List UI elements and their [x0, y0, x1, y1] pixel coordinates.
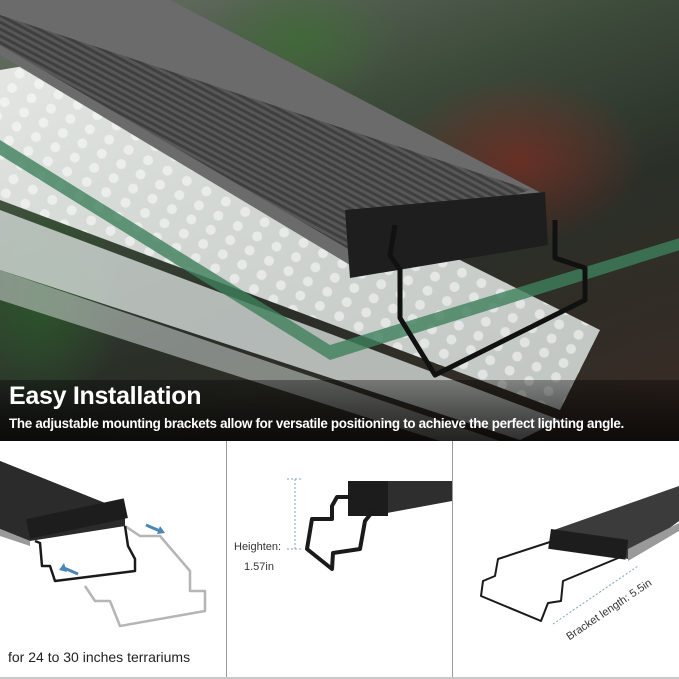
terrarium-size-caption: for 24 to 30 inches terrariums	[8, 649, 191, 665]
height-value: 1.57in	[244, 561, 274, 573]
panel-divider	[226, 441, 227, 679]
arrow-left-icon	[59, 563, 79, 576]
hero-photo: Easy Installation The adjustable mountin…	[0, 0, 679, 441]
retractable-bracket-illustration	[0, 456, 207, 628]
height-label: Heighten:	[234, 541, 282, 553]
panel-retractable-bracket: for 24 to 30 inches terrariums	[0, 441, 226, 677]
bottom-border	[0, 677, 679, 679]
caption-bar: Easy Installation The adjustable mountin…	[0, 380, 679, 441]
panel-divider	[452, 441, 453, 679]
panel-length-detail: Bracket length: 5.5in	[453, 441, 679, 677]
hero-subtitle: The adjustable mounting brackets allow f…	[9, 416, 624, 431]
hero-title: Easy Installation	[9, 382, 202, 410]
detail-panels: for 24 to 30 inches terrariums Heighten:…	[0, 441, 679, 679]
panel-height-detail: Heighten: 1.57in	[227, 441, 452, 677]
height-bracket-illustration	[287, 478, 452, 571]
led-fixture-illustration	[0, 0, 679, 441]
length-bracket-illustration	[480, 486, 679, 625]
arrow-right-icon	[145, 523, 165, 534]
